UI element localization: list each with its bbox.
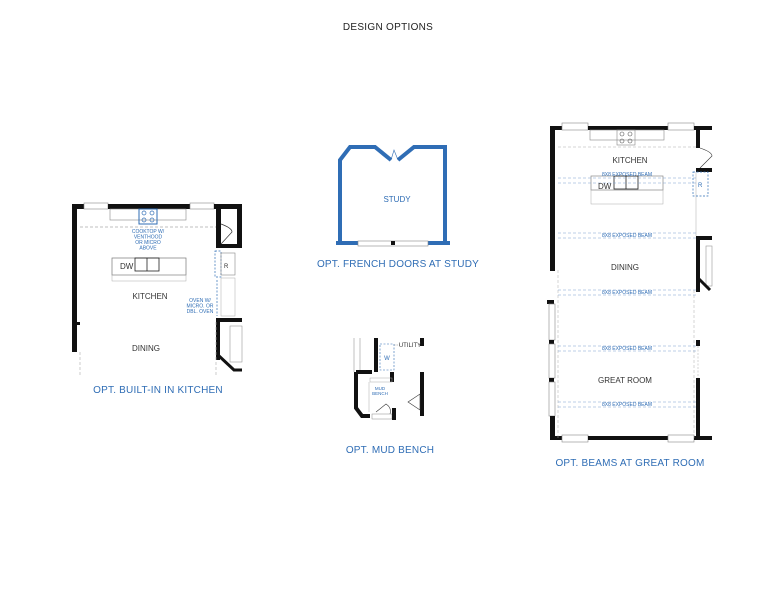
labels-mud-bench: UTILITY W MUD BENCH <box>372 343 421 396</box>
room-study: STUDY <box>383 195 411 204</box>
beam-label-5: 8X8 EXPOSED BEAM <box>602 402 652 408</box>
refrigerator-label: R <box>224 264 229 270</box>
dishwasher-label-2: DW <box>598 182 612 191</box>
oven-note-line3: DBL. OVEN <box>187 309 214 315</box>
cooktop-note-line1: COOKTOP W/ <box>132 229 165 235</box>
oven-note-line1: OVEN W/ <box>189 298 211 304</box>
room-dining: DINING <box>132 344 160 353</box>
plan-built-in-kitchen <box>72 202 243 375</box>
room-kitchen-2: KITCHEN <box>612 156 647 165</box>
oven-note-line2: MICRO. OR <box>187 304 214 310</box>
caption-french-doors-study: OPT. FRENCH DOORS AT STUDY <box>316 259 480 270</box>
room-kitchen: KITCHEN <box>132 292 167 301</box>
beam-label-4: 8X8 EXPOSED BEAM <box>602 346 652 352</box>
plan-french-doors-study <box>336 145 450 247</box>
cooktop-note-line2: VENTHOOD <box>134 235 163 241</box>
beam-label-1: 8X8 EXPOSED BEAM <box>602 172 652 178</box>
room-dining-2: DINING <box>611 263 639 272</box>
page-title: DESIGN OPTIONS <box>342 22 434 33</box>
refrigerator-label-2: R <box>698 183 703 189</box>
mud-bench-note-line2: BENCH <box>372 391 388 396</box>
plan-beams-great-room <box>547 122 713 443</box>
cooktop-note-line4: ABOVE <box>139 246 157 252</box>
dishwasher-label: DW <box>120 262 134 271</box>
room-great-room: GREAT ROOM <box>598 376 652 385</box>
room-utility: UTILITY <box>399 343 421 349</box>
washer-label: W <box>384 356 390 362</box>
caption-built-in-kitchen: OPT. BUILT-IN IN KITCHEN <box>93 385 223 396</box>
labels-built-in-kitchen: COOKTOP W/ VENTHOOD OR MICRO ABOVE DW R … <box>120 229 229 353</box>
plan-mud-bench <box>353 338 424 420</box>
caption-beams-great-room: OPT. BEAMS AT GREAT ROOM <box>555 458 705 469</box>
cooktop-note-line3: OR MICRO <box>135 240 161 246</box>
beam-label-3: 8X8 EXPOSED BEAM <box>602 290 652 296</box>
caption-mud-bench: OPT. MUD BENCH <box>345 445 435 456</box>
mud-bench-note-line1: MUD <box>375 386 386 391</box>
beam-label-2: 8X8 EXPOSED BEAM <box>602 233 652 239</box>
labels-beams-great-room: KITCHEN 8X8 EXPOSED BEAM DW R 8X8 EXPOSE… <box>598 156 703 408</box>
